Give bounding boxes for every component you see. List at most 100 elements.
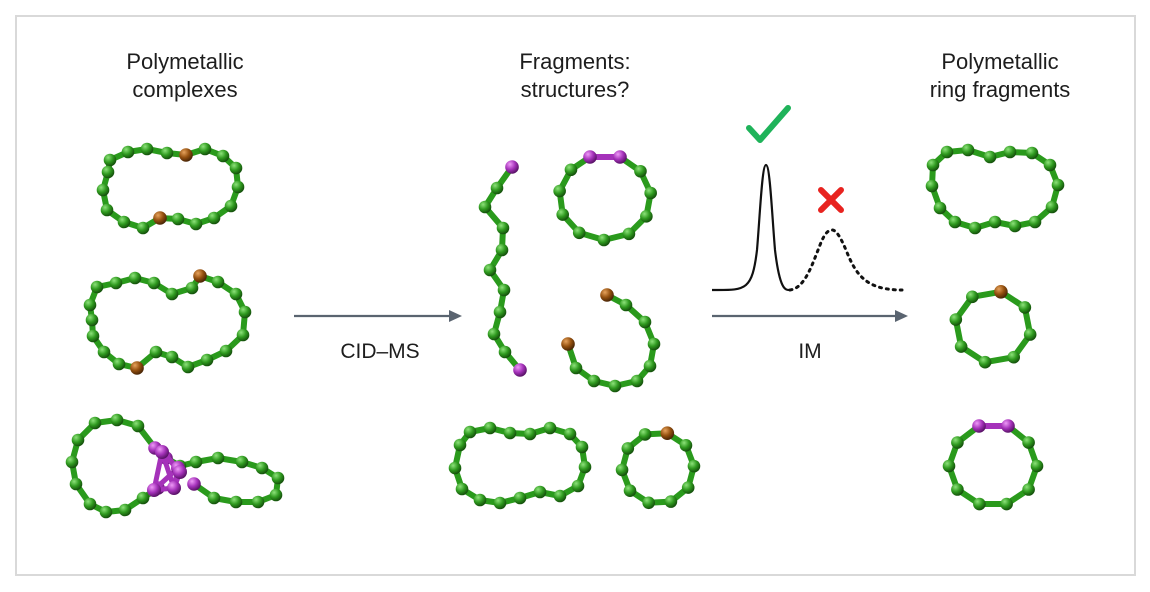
- carbon-atom: [83, 497, 97, 511]
- carbon-atom: [968, 221, 982, 235]
- carbon-atom: [978, 355, 992, 369]
- carbon-atom: [211, 275, 225, 289]
- carbon-atom: [101, 165, 115, 179]
- carbon-atom: [118, 503, 132, 517]
- carbon-atom: [181, 360, 195, 374]
- copper-atom: [660, 426, 675, 441]
- metal-atom: [173, 465, 187, 479]
- carbon-atom: [455, 482, 469, 496]
- fragment-ring-copper: [615, 426, 701, 510]
- checkmark-icon: [746, 105, 791, 143]
- carbon-atom: [961, 143, 975, 157]
- carbon-atom: [493, 496, 507, 510]
- arrow-im: [712, 310, 908, 322]
- carbon-atom: [498, 345, 512, 359]
- carbon-atom: [1045, 200, 1059, 214]
- carbon-atom: [90, 280, 104, 294]
- molecules: [65, 142, 1065, 519]
- carbon-atom: [1022, 483, 1035, 496]
- title-complexes-line2: complexes: [132, 77, 238, 102]
- carbon-atom: [136, 221, 150, 235]
- carbon-atom: [128, 271, 142, 285]
- carbon-atom: [523, 427, 537, 441]
- carbon-atom: [630, 374, 644, 388]
- carbon-atom: [149, 345, 163, 359]
- carbon-atom: [229, 495, 243, 509]
- carbon-atom: [496, 221, 510, 235]
- carbon-atom: [622, 227, 636, 241]
- carbon-atom: [940, 145, 954, 159]
- fragment-hook: [561, 288, 661, 393]
- carbon-atom: [83, 298, 97, 312]
- carbon-atom: [463, 425, 477, 439]
- carbon-atom: [621, 442, 635, 455]
- carbon-atom: [185, 281, 199, 295]
- carbon-atom: [224, 199, 238, 213]
- carbon-atom: [988, 215, 1002, 229]
- carbon-atom: [251, 495, 265, 509]
- ring-fragment-copper: [949, 284, 1037, 369]
- carbon-atom: [271, 471, 285, 485]
- title-fragments: Fragments: structures?: [470, 48, 680, 104]
- carbon-atom: [687, 459, 701, 473]
- carbon-atom: [453, 438, 467, 452]
- carbon-atom: [1022, 436, 1035, 449]
- carbon-atom: [165, 287, 179, 301]
- fragment-oval: [448, 421, 592, 510]
- carbon-atom: [229, 287, 243, 301]
- label-im: IM: [798, 340, 822, 363]
- carbon-atom: [679, 439, 693, 452]
- carbon-atom: [495, 243, 509, 257]
- carbon-atom: [619, 298, 633, 312]
- carbon-atom: [160, 146, 174, 160]
- carbon-atom: [229, 161, 243, 175]
- carbon-atom: [117, 215, 131, 229]
- carbon-atom: [640, 210, 653, 223]
- carbon-atom: [136, 491, 150, 505]
- carbon-atom: [189, 217, 203, 231]
- complex-ring-2: [83, 269, 252, 375]
- carbon-atom: [478, 200, 492, 214]
- carbon-atom: [954, 340, 968, 353]
- carbon-atom: [238, 305, 252, 319]
- complex-ring-3a: [65, 413, 165, 519]
- carbon-atom: [483, 263, 497, 277]
- carbon-atom: [634, 164, 647, 178]
- carbon-atom: [493, 305, 507, 319]
- carbon-atom: [1003, 145, 1017, 159]
- carbon-atom: [147, 276, 161, 290]
- copper-atom: [153, 211, 167, 225]
- carbon-atom: [99, 505, 113, 519]
- title-fragments-line1: Fragments:: [519, 49, 631, 74]
- carbon-atom: [563, 427, 577, 441]
- copper-atom: [193, 269, 207, 283]
- metal-atom: [583, 150, 597, 164]
- copper-atom: [130, 361, 144, 375]
- carbon-atom: [69, 477, 83, 491]
- carbon-atom: [165, 350, 179, 364]
- carbon-atom: [571, 479, 585, 493]
- carbon-atom: [664, 495, 678, 508]
- carbon-atom: [983, 150, 997, 164]
- carbon-atom: [1025, 146, 1039, 160]
- label-cid-ms: CID–MS: [340, 340, 420, 363]
- carbon-atom: [1018, 301, 1032, 314]
- metal-atom: [147, 483, 161, 497]
- carbon-atom: [171, 212, 185, 226]
- carbon-atom: [1008, 219, 1022, 233]
- carbon-atom: [942, 459, 956, 473]
- carbon-atom: [121, 145, 135, 159]
- carbon-atom: [100, 203, 114, 217]
- carbon-atom: [681, 481, 695, 494]
- carbon-atom: [1000, 497, 1013, 511]
- metal-atom: [1001, 419, 1015, 433]
- carbon-atom: [1043, 158, 1057, 172]
- carbon-atom: [216, 149, 230, 163]
- peak-rejected-trace: [788, 228, 904, 292]
- carbon-atom: [925, 179, 939, 193]
- metal-atom: [187, 477, 201, 491]
- carbon-atom: [926, 158, 940, 172]
- carbon-atom: [644, 186, 657, 200]
- carbon-atom: [615, 463, 629, 477]
